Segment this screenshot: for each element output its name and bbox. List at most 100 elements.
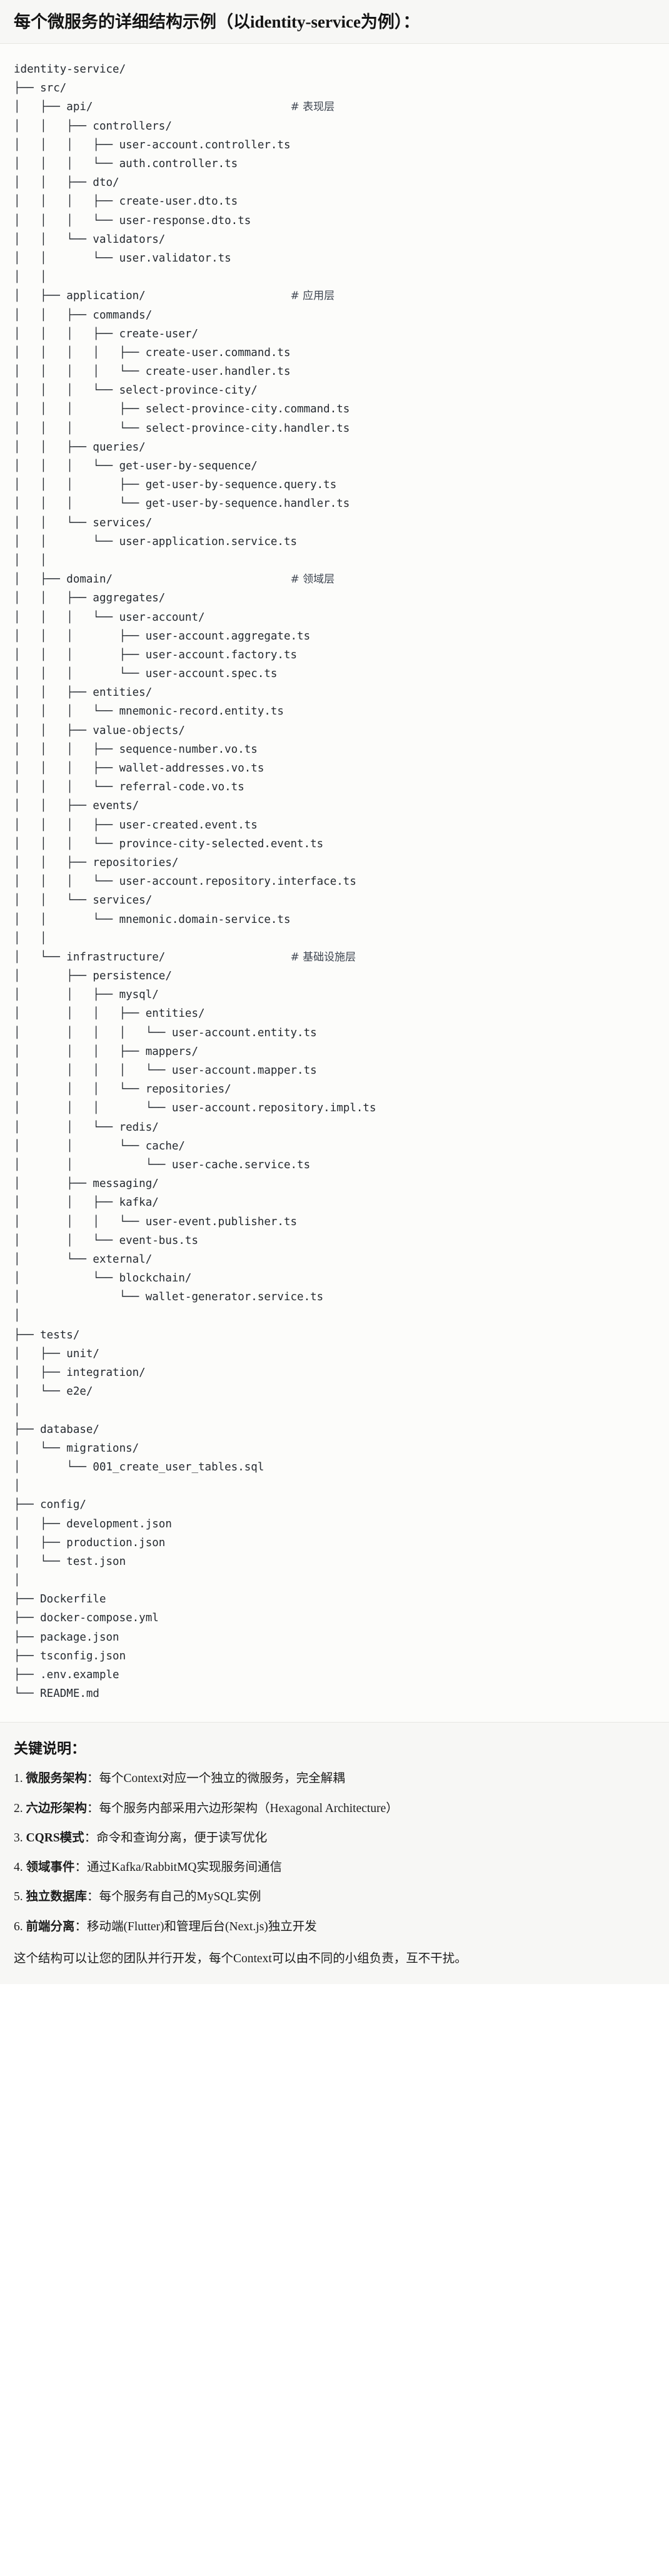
tree-line: │ ├── persistence/ [14,970,172,983]
key-notes-block: 关键说明： 1. 微服务架构：每个Context对应一个独立的微服务，完全解耦 2… [0,1723,669,1985]
key-note-term: 前端分离 [26,1920,75,1933]
tree-line: │ │ └── mnemonic.domain-service.ts [14,913,291,926]
tree-line-comment: # 基础设施层 [290,950,356,964]
tree-line: ├── package.json [14,1631,119,1644]
tree-line: │ ├── integration/ [14,1367,146,1380]
key-note-item: 5. 独立数据库：每个服务有自己的MySQL实例 [14,1888,655,1906]
key-note-description: ：每个服务有自己的MySQL实例 [87,1890,261,1904]
tree-line: │ │ ├── kafka/ [14,1196,159,1209]
key-notes-footer: 这个结构可以让您的团队并行开发，每个Context可以由不同的小组负责，互不干扰… [14,1952,467,1965]
tree-line: │ │ │ ├── entities/ [14,1007,205,1021]
tree-line: └── README.md [14,1688,99,1701]
tree-line: │ │ │ └── select-province-city.handler.t… [14,422,350,435]
tree-line: │ │ ├── commands/ [14,308,153,322]
tree-line: │ [14,1480,21,1493]
key-note-item: 4. 领域事件：通过Kafka/RabbitMQ实现服务间通信 [14,1858,655,1876]
key-note-item: 6. 前端分离：移动端(Flutter)和管理后台(Next.js)独立开发 [14,1918,655,1936]
key-note-item: 2. 六边形架构：每个服务内部采用六边形架构（Hexagonal Archite… [14,1800,655,1818]
tree-line: │ │ [14,932,47,945]
tree-line: │ │ │ │ └── create-user.handler.ts [14,365,291,379]
tree-line: │ │ └── event-bus.ts [14,1234,199,1247]
tree-line: │ │ [14,271,47,284]
tree-line: │ │ │ ├── user-account.factory.ts [14,648,298,661]
directory-tree: identity-service/├── src/│ ├── api/ # 表现… [14,60,655,1703]
title-band: 每个微服务的详细结构示例（以identity-service为例）： [0,0,669,44]
tree-line: │ │ │ └── user-response.dto.ts [14,214,251,227]
key-note-number: 1. [14,1772,26,1786]
tree-line-path: │ ├── api/ [14,101,291,114]
tree-line: ├── Dockerfile [14,1593,106,1606]
tree-line: │ │ │ └── user-account.repository.interf… [14,875,356,888]
tree-line: │ [14,1310,21,1323]
key-note-term: 独立数据库 [26,1890,88,1904]
tree-line: │ [14,1574,21,1587]
tree-line: │ │ │ │ └── user-account.entity.ts [14,1026,317,1039]
key-note-term: 领域事件 [26,1861,75,1875]
tree-line: │ │ [14,554,47,567]
tree-line: ├── tests/ [14,1328,80,1341]
key-note-number: 3. [14,1831,26,1845]
key-note-description: ：通过Kafka/RabbitMQ实现服务间通信 [74,1861,282,1875]
page-title: 每个微服务的详细结构示例（以identity-service为例）： [14,13,420,31]
tree-line: │ │ └── validators/ [14,233,166,246]
tree-line: │ │ ├── aggregates/ [14,592,166,605]
tree-line: │ │ │ │ └── user-account.mapper.ts [14,1064,317,1077]
tree-line-path: │ ├── application/ [14,290,291,303]
tree-line: │ │ ├── entities/ [14,686,153,700]
tree-line-comment: # 领域层 [290,573,335,586]
page-root: 每个微服务的详细结构示例（以identity-service为例）： ident… [0,0,669,1985]
tree-line: │ ├── application/ # 应用层 [14,287,655,305]
tree-line: │ │ │ ├── select-province-city.command.t… [14,403,350,416]
tree-line: │ └── test.json [14,1555,126,1568]
tree-line: ├── docker-compose.yml [14,1612,159,1625]
tree-line: │ │ ├── repositories/ [14,856,179,869]
tree-line: │ │ │ ├── get-user-by-sequence.query.ts [14,479,337,492]
tree-line: │ │ │ ├── user-account.controller.ts [14,138,291,151]
tree-line: │ │ │ ├── user-created.event.ts [14,818,258,832]
tree-line: │ │ │ ├── create-user.dto.ts [14,195,238,208]
tree-line: │ │ └── cache/ [14,1139,185,1153]
tree-line: │ │ ├── value-objects/ [14,724,185,737]
tree-line: │ ├── unit/ [14,1347,99,1360]
tree-line: │ │ │ └── auth.controller.ts [14,158,238,171]
tree-line: │ │ │ └── get-user-by-sequence.handler.t… [14,497,350,511]
tree-line: │ ├── development.json [14,1517,172,1530]
tree-line: ├── src/ [14,82,67,95]
tree-line: │ │ │ └── user-account.spec.ts [14,668,278,681]
tree-line: │ │ │ └── user-account.repository.impl.t… [14,1102,376,1115]
tree-line: │ │ │ └── province-city-selected.event.t… [14,837,324,850]
tree-line-path: │ └── infrastructure/ [14,950,291,964]
tree-line-comment: # 应用层 [290,290,335,303]
tree-line: │ │ └── user-application.service.ts [14,535,298,548]
tree-line: │ │ │ └── get-user-by-sequence/ [14,460,258,473]
key-note-number: 2. [14,1801,26,1815]
tree-line: │ │ │ └── referral-code.vo.ts [14,781,244,794]
tree-line: │ ├── api/ # 表现层 [14,98,655,116]
key-note-description: ：每个Context对应一个独立的微服务，完全解耦 [87,1772,345,1786]
tree-line: │ └── 001_create_user_tables.sql [14,1460,264,1474]
tree-line: ├── .env.example [14,1669,119,1682]
key-note-number: 5. [14,1890,26,1904]
key-note-number: 6. [14,1920,26,1933]
tree-line: │ │ │ ├── user-account.aggregate.ts [14,629,311,643]
tree-line: ├── config/ [14,1499,86,1512]
tree-line: │ └── e2e/ [14,1385,93,1398]
tree-line: │ │ │ │ ├── create-user.command.ts [14,346,291,359]
tree-line: │ └── migrations/ [14,1442,139,1455]
tree-line: │ │ ├── dto/ [14,176,119,190]
tree-line: │ ├── domain/ # 领域层 [14,570,655,589]
tree-line: │ │ ├── controllers/ [14,120,172,133]
tree-line: │ │ │ └── user-event.publisher.ts [14,1215,298,1228]
tree-line: │ │ └── services/ [14,894,153,907]
tree-line: │ │ │ └── repositories/ [14,1083,231,1096]
key-notes-heading: 关键说明： [14,1741,86,1757]
tree-line: │ │ │ └── user-account/ [14,611,205,624]
key-note-description: ：每个服务内部采用六边形架构（Hexagonal Architecture） [87,1801,398,1815]
tree-line: │ │ │ ├── create-user/ [14,327,199,340]
key-note-item: 1. 微服务架构：每个Context对应一个独立的微服务，完全解耦 [14,1769,655,1788]
key-note-number: 4. [14,1861,26,1875]
key-note-term: CQRS模式 [26,1831,84,1845]
key-note-description: ：命令和查询分离，便于读写优化 [84,1831,268,1845]
tree-line: │ │ └── services/ [14,516,153,529]
key-note-term: 微服务架构 [26,1772,88,1786]
